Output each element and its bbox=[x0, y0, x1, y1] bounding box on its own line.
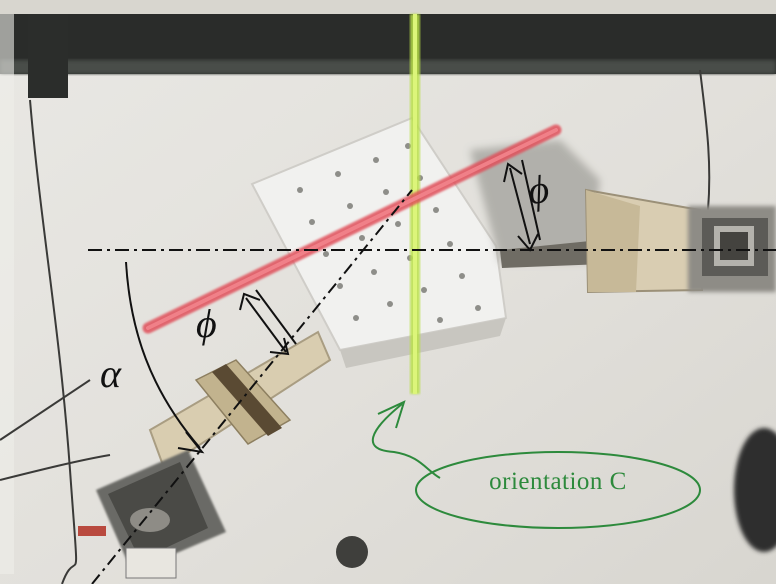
breadboard-plate bbox=[250, 116, 508, 368]
breadboard-holes bbox=[297, 143, 481, 323]
alpha-angle-label: α bbox=[100, 351, 121, 396]
bottom-knob bbox=[336, 536, 368, 568]
phi-left-angle-label: ϕ bbox=[196, 301, 217, 346]
alpha-angle-arc bbox=[125, 261, 205, 454]
phi-left-double-arrow bbox=[239, 289, 297, 356]
red-beam bbox=[142, 124, 562, 334]
orientation-c-label: orientation C bbox=[489, 468, 627, 495]
source-arm bbox=[148, 330, 332, 470]
cables bbox=[0, 69, 711, 584]
phi-right-double-arrow bbox=[503, 159, 541, 252]
corner-shadow bbox=[734, 428, 776, 552]
orientation-annotation bbox=[371, 400, 701, 529]
motor-source bbox=[78, 450, 226, 579]
source-axis-line bbox=[91, 189, 413, 584]
right-mount bbox=[470, 140, 704, 294]
